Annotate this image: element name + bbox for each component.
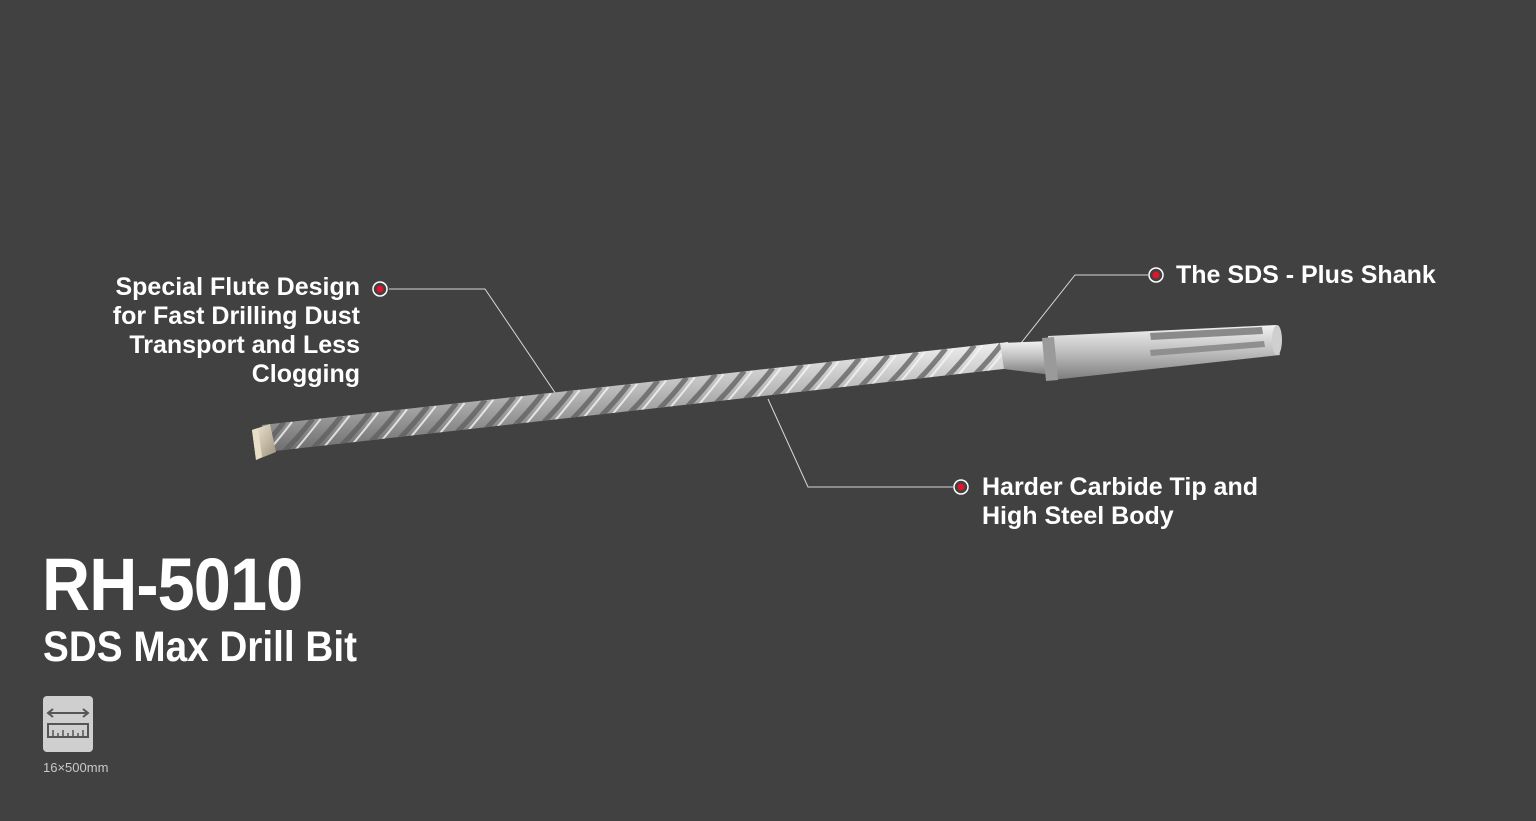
flute-highlight: [322, 415, 351, 449]
flute-groove: [714, 369, 747, 405]
flute-groove: [513, 391, 545, 428]
product-size: 16×500mm: [43, 760, 109, 775]
product-name: SDS Max Drill Bit: [43, 623, 357, 671]
flute-groove: [800, 359, 833, 396]
callout-flute-line-2: for Fast Drilling Dust: [112, 302, 360, 330]
flute-groove: [455, 398, 488, 434]
shank-slot-1: [1150, 327, 1263, 340]
flute-groove: [599, 382, 632, 418]
shaft-transition: [1000, 341, 1052, 375]
carbide-tip-edge: [252, 428, 262, 460]
callout-shank-text: The SDS - Plus Shank: [1176, 261, 1436, 289]
flute-groove: [829, 356, 862, 392]
flute-groove: [944, 343, 977, 380]
leader-line-tip: [767, 398, 953, 488]
shank-slot-2: [1150, 341, 1265, 356]
marker-dot-flute: [372, 281, 388, 297]
flute-groove: [484, 394, 517, 431]
leader-line-shank: [1009, 274, 1148, 358]
callout-carbide-tip: Harder Carbide Tip and High Steel Body: [982, 473, 1258, 531]
callout-flute-line-3: Transport and Less: [129, 331, 360, 359]
flute-groove: [628, 378, 660, 415]
product-model: RH-5010: [42, 543, 303, 626]
flute-groove: [340, 410, 373, 447]
flute-groove: [772, 363, 804, 399]
flute-groove: [657, 375, 689, 412]
ruler-measure-icon: [43, 696, 93, 752]
flute-groove: [887, 350, 919, 386]
marker-dot-shank: [1148, 267, 1164, 283]
flute-groove: [398, 404, 430, 440]
callout-shank: The SDS - Plus Shank: [1176, 261, 1436, 290]
marker-dot-tip: [953, 479, 969, 495]
flute-highlight: [294, 418, 322, 452]
flute-groove: [369, 407, 402, 443]
flute-groove: [743, 366, 776, 402]
shank-end: [1272, 325, 1282, 355]
callout-tip-line-2: High Steel Body: [982, 502, 1174, 530]
callout-tip-line-1: Harder Carbide Tip and: [982, 473, 1258, 501]
callout-flute-design: Special Flute Design for Fast Drilling D…: [60, 273, 360, 389]
flute-highlight: [351, 411, 380, 446]
flute-groove: [685, 372, 718, 408]
flute-groove: [570, 385, 603, 421]
flute-groove: [541, 388, 574, 424]
flute-groove: [426, 401, 459, 437]
flute-groove: [858, 353, 891, 389]
callout-flute-line-4: Clogging: [251, 360, 360, 388]
drill-bit: [252, 325, 1282, 460]
shank-collar: [1042, 337, 1058, 381]
flute-groove: [915, 347, 948, 383]
flute-groove: [311, 414, 344, 450]
flute-groove: [283, 417, 315, 452]
leader-line-flute: [389, 288, 561, 401]
callout-flute-line-1: Special Flute Design: [115, 273, 360, 301]
